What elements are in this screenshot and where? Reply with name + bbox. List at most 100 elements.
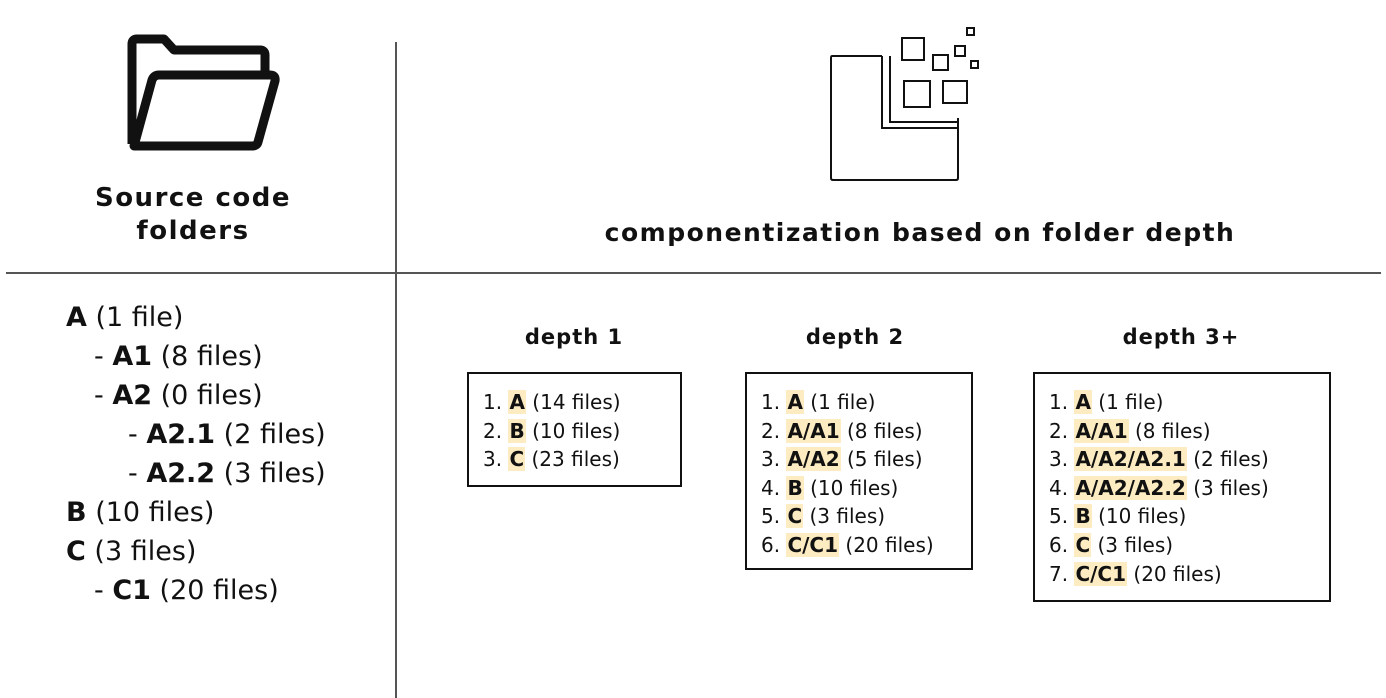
depth-3plus-box: 1. A (1 file)2. A/A1 (8 files)3. A/A2/A2… <box>1033 372 1331 602</box>
tree-folder-name: B <box>66 497 87 528</box>
tree-row: - A1 (8 files) <box>66 337 326 376</box>
tree-folder-name: C1 <box>112 575 151 606</box>
component-list-item: 5. C (3 files) <box>761 502 971 531</box>
horizontal-divider <box>6 272 1381 274</box>
tree-file-count: (10 files) <box>95 497 215 528</box>
item-number: 3. <box>1049 447 1069 472</box>
component-list-item: 4. A/A2/A2.2 (3 files) <box>1049 474 1329 503</box>
component-name-highlight: C <box>786 504 804 529</box>
component-name-highlight: A/A2/A2.1 <box>1074 447 1187 472</box>
tree-row: - A2 (0 files) <box>66 376 326 415</box>
component-name-highlight: A <box>508 390 526 414</box>
tree-row: B (10 files) <box>66 493 326 532</box>
tree-dash: - <box>94 380 113 411</box>
item-number: 4. <box>761 475 781 500</box>
component-name-highlight: A/A1 <box>1074 418 1129 443</box>
tree-folder-name: A <box>66 302 87 333</box>
column-title-depth-2: depth 2 <box>805 325 905 349</box>
component-name-highlight: A/A2 <box>786 447 841 472</box>
folder-icon <box>127 34 280 151</box>
component-file-count: (3 files) <box>1097 532 1174 557</box>
component-list-item: 1. A (1 file) <box>1049 388 1329 417</box>
component-name-highlight: C <box>508 447 526 472</box>
component-list-item: 3. A/A2/A2.1 (2 files) <box>1049 445 1329 474</box>
component-file-count: (10 files) <box>532 418 621 443</box>
tree-folder-name: A2 <box>112 380 153 411</box>
component-file-count: (10 files) <box>1098 504 1187 529</box>
component-list-item: 2. A/A1 (8 files) <box>1049 417 1329 446</box>
item-number: 4. <box>1049 475 1069 500</box>
item-number: 1. <box>1049 390 1069 414</box>
tree-row: C (3 files) <box>66 532 326 571</box>
item-number: 6. <box>761 532 781 557</box>
tree-folder-name: C <box>66 536 86 567</box>
component-name-highlight: A <box>1074 390 1092 414</box>
component-name-highlight: B <box>1074 504 1092 529</box>
tree-dash: - <box>128 458 147 489</box>
tree-folder-name: A2.1 <box>146 419 216 450</box>
folder-tree: A (1 file)- A1 (8 files)- A2 (0 files)- … <box>66 298 326 610</box>
left-header-line1: Source code <box>94 183 292 213</box>
component-name-highlight: B <box>786 475 804 500</box>
component-name-highlight: C/C1 <box>1074 561 1128 586</box>
column-title-depth-3plus: depth 3+ <box>1122 325 1240 349</box>
tree-row: A (1 file) <box>66 298 326 337</box>
tree-row: - C1 (20 files) <box>66 571 326 610</box>
component-file-count: (20 files) <box>1133 561 1222 586</box>
item-number: 1. <box>761 390 781 414</box>
component-list-item: 3. C (23 files) <box>483 445 680 474</box>
tree-dash: - <box>128 419 147 450</box>
component-list-item: 5. B (10 files) <box>1049 502 1329 531</box>
component-list-item: 7. C/C1 (20 files) <box>1049 560 1329 589</box>
item-number: 5. <box>761 504 781 529</box>
tree-file-count: (2 files) <box>223 419 326 450</box>
depth-2-box: 1. A (1 file)2. A/A1 (8 files)3. A/A2 (5… <box>745 372 973 570</box>
left-header-title: Source code folders <box>40 182 346 248</box>
component-list-item: 4. B (10 files) <box>761 474 971 503</box>
tree-dash: - <box>94 575 113 606</box>
component-file-count: (14 files) <box>532 390 621 414</box>
item-number: 6. <box>1049 532 1069 557</box>
tree-folder-name: A1 <box>112 341 153 372</box>
component-file-count: (3 files) <box>1193 475 1269 500</box>
component-name-highlight: A <box>786 390 804 414</box>
component-name-highlight: B <box>508 418 526 443</box>
item-number: 2. <box>761 418 781 443</box>
item-number: 2. <box>1049 418 1069 443</box>
component-list-item: 3. A/A2 (5 files) <box>761 445 971 474</box>
component-file-count: (23 files) <box>531 447 620 472</box>
component-file-count: (1 file) <box>810 390 876 414</box>
vertical-divider <box>395 42 397 698</box>
component-name-highlight: A/A2/A2.2 <box>1074 475 1187 500</box>
component-list-item: 2. A/A1 (8 files) <box>761 417 971 446</box>
component-list-item: 6. C (3 files) <box>1049 531 1329 560</box>
tree-file-count: (8 files) <box>160 341 263 372</box>
tree-folder-name: A2.2 <box>146 458 216 489</box>
component-file-count: (10 files) <box>810 475 899 500</box>
component-name-highlight: C/C1 <box>786 532 840 557</box>
tree-file-count: (20 files) <box>159 575 279 606</box>
right-header-title: componentization based on folder depth <box>604 218 1236 247</box>
tree-file-count: (3 files) <box>94 536 197 567</box>
tree-row: - A2.1 (2 files) <box>66 415 326 454</box>
tree-row: - A2.2 (3 files) <box>66 454 326 493</box>
left-header-line2: folders <box>136 216 250 246</box>
component-file-count: (1 file) <box>1098 390 1164 414</box>
tree-file-count: (1 file) <box>95 302 184 333</box>
componentization-icon <box>830 27 979 181</box>
component-list-item: 1. A (14 files) <box>483 388 680 417</box>
component-list-item: 2. B (10 files) <box>483 417 680 446</box>
component-name-highlight: C <box>1074 532 1092 557</box>
component-name-highlight: A/A1 <box>786 418 841 443</box>
component-list-item: 6. C/C1 (20 files) <box>761 531 971 560</box>
component-list-item: 1. A (1 file) <box>761 388 971 417</box>
component-file-count: (2 files) <box>1193 447 1269 472</box>
component-file-count: (5 files) <box>847 447 923 472</box>
component-file-count: (8 files) <box>1135 418 1211 443</box>
item-number: 3. <box>761 447 781 472</box>
column-title-depth-1: depth 1 <box>524 325 624 349</box>
depth-1-box: 1. A (14 files)2. B (10 files)3. C (23 f… <box>467 372 682 487</box>
component-file-count: (8 files) <box>847 418 923 443</box>
tree-file-count: (0 files) <box>160 380 263 411</box>
item-number: 2. <box>483 418 503 443</box>
